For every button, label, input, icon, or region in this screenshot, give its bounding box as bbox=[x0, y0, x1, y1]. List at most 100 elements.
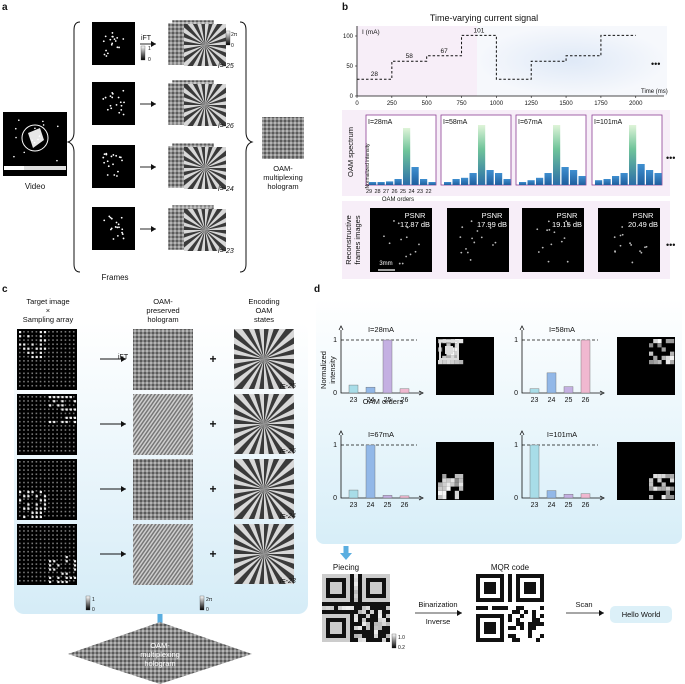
mqr-label: MQR code bbox=[491, 563, 530, 572]
frame-a-4 bbox=[92, 207, 135, 250]
spectrum-bar-2-0 bbox=[444, 182, 452, 185]
piecing-label: Piecing bbox=[333, 563, 359, 572]
d-bar-4-3 bbox=[580, 493, 591, 499]
d-bar-4-2 bbox=[563, 494, 574, 499]
output-label-2: multiplexing bbox=[263, 173, 303, 182]
c-multiplexing-hologram bbox=[68, 622, 252, 684]
spectrum-bar-3-2 bbox=[536, 177, 544, 185]
d-bar-1-2 bbox=[382, 339, 393, 394]
d-order-4-0: 23 bbox=[531, 502, 539, 509]
ellipsis-chart: ••• bbox=[651, 59, 660, 69]
colorbar-a-phase bbox=[225, 30, 231, 46]
current-xtick-4: 1000 bbox=[490, 101, 504, 107]
d-piece-2 bbox=[617, 337, 675, 395]
d-bar-1-1 bbox=[365, 386, 376, 394]
spectrum-ylabel: Normalized intensity bbox=[365, 143, 371, 189]
d-ytick-1-4: 1 bbox=[514, 442, 518, 449]
c-bottom-label-1: OAM- bbox=[150, 641, 170, 650]
step-label-2: 67 bbox=[440, 48, 448, 55]
l-value-a-3: l=-24 bbox=[218, 186, 234, 193]
step-label-0: 28 bbox=[371, 71, 379, 78]
spectrum-bar-1-5 bbox=[411, 167, 419, 185]
colorbar-a-intensity bbox=[140, 45, 146, 61]
ift-label-c: iFT bbox=[118, 354, 129, 361]
colorbar-c-phase bbox=[199, 595, 205, 611]
current-signal-title: Time-varying current signal bbox=[430, 13, 538, 23]
d-order-4-2: 25 bbox=[565, 502, 573, 509]
spectrum-side-label: OAM spectrum bbox=[346, 127, 355, 177]
d-ytick-1-3: 1 bbox=[333, 442, 337, 449]
current-xtick-2: 500 bbox=[422, 101, 433, 107]
c-l-value-4: l=-23 bbox=[280, 578, 296, 585]
recon-side-label-2: frames images bbox=[353, 215, 362, 264]
spectrum-order-6: 23 bbox=[417, 189, 423, 195]
spectrum-bar-3-7 bbox=[578, 176, 586, 185]
spectrum-1: I=28mA bbox=[365, 114, 437, 186]
d-down-arrow-head bbox=[340, 553, 352, 560]
c-plus-2: + bbox=[209, 417, 216, 431]
d-ylabel-2: intensity bbox=[328, 356, 337, 384]
colorbar-d-top: 1.0 bbox=[398, 635, 405, 641]
binarization-label: Binarization bbox=[418, 600, 457, 609]
colorbar-a-top: 1 bbox=[148, 46, 151, 52]
c-hologram-4 bbox=[133, 524, 193, 585]
output-label-1: OAM- bbox=[273, 164, 293, 173]
current-xtick-1: 250 bbox=[387, 101, 398, 107]
phase-c-top: 2π bbox=[206, 597, 213, 603]
d-piece-1 bbox=[436, 337, 494, 395]
panel-d-bg bbox=[316, 298, 682, 544]
d-current-4: I=101mA bbox=[547, 430, 577, 439]
d-bar-3-0 bbox=[348, 489, 359, 499]
c-plus-4: + bbox=[209, 547, 216, 561]
spectrum-bar-2-6 bbox=[495, 173, 503, 185]
psnr-label-4: PSNR bbox=[633, 211, 654, 220]
spectrum-bar-2-7 bbox=[503, 179, 511, 185]
frames-label: Frames bbox=[101, 273, 128, 282]
d-bar-3-3 bbox=[399, 495, 410, 499]
spectrum-bar-2-4 bbox=[478, 125, 486, 185]
spectrum-bar-1-3 bbox=[394, 179, 402, 185]
spectrum-bar-4-1 bbox=[603, 179, 611, 185]
d-xlabel: OAM orders bbox=[363, 397, 404, 406]
current-xtick-3: 750 bbox=[457, 101, 468, 107]
ellipsis-recon: ••• bbox=[666, 240, 675, 250]
c-spokes-2 bbox=[234, 394, 294, 454]
d-bar-2-2 bbox=[563, 386, 574, 394]
step-label-3: 101 bbox=[474, 27, 485, 34]
c-row-3: +l=-24 bbox=[17, 459, 296, 520]
c-row-4: + l=-23 bbox=[17, 524, 296, 585]
spectrum-bar-1-7 bbox=[428, 182, 436, 185]
spectrum-bar-3-3 bbox=[544, 173, 552, 185]
colorbar-d-bottom: 0.2 bbox=[398, 645, 405, 651]
d-order-3-2: 25 bbox=[384, 502, 392, 509]
psnr-label-2: PSNR bbox=[482, 211, 503, 220]
spokes-a-1 bbox=[184, 24, 226, 66]
spectrum-bar-4-7 bbox=[654, 173, 662, 185]
spectrum-order-1: 28 bbox=[374, 189, 380, 195]
l-value-a-2: l=-26 bbox=[218, 123, 234, 130]
d-order-4-1: 24 bbox=[548, 502, 556, 509]
recon-side-label-1: Reconstructive bbox=[344, 215, 353, 265]
d-order-1-2: 25 bbox=[384, 397, 392, 404]
current-xtick-5: 1250 bbox=[525, 101, 539, 107]
c-row-2: +l=-26 bbox=[17, 394, 296, 455]
spectrum-order-2: 27 bbox=[383, 189, 389, 195]
c-col3-line2: OAM bbox=[255, 306, 272, 315]
spectrum-xlabel: OAM orders bbox=[382, 197, 414, 203]
spectrum-bar-3-4 bbox=[553, 125, 561, 185]
phase-c-bottom: 0 bbox=[206, 607, 209, 613]
result-box bbox=[610, 606, 672, 623]
pieced-qr bbox=[322, 574, 390, 642]
d-current-2: I=58mA bbox=[549, 325, 575, 334]
d-current-1: I=28mA bbox=[368, 325, 394, 334]
psnr-label-1: PSNR bbox=[405, 211, 426, 220]
d-bar-4-1 bbox=[546, 490, 557, 499]
d-order-1-0: 23 bbox=[350, 397, 358, 404]
spectrum-bar-4-6 bbox=[646, 170, 654, 185]
